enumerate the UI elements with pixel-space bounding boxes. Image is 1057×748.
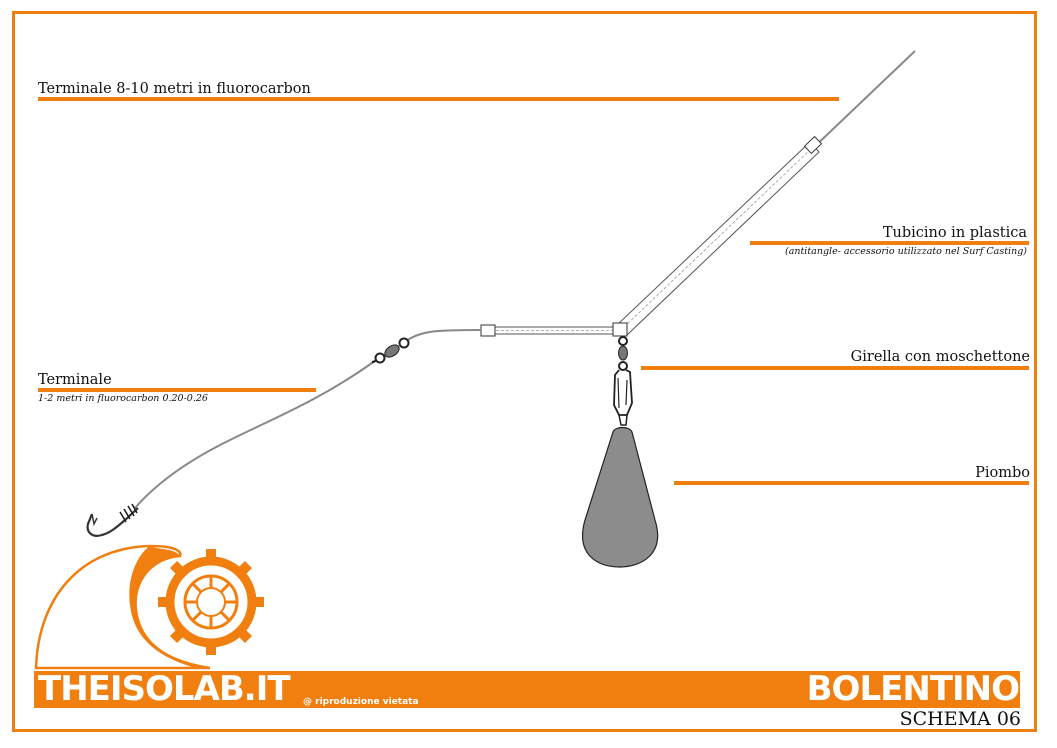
rule-terminale — [38, 388, 316, 392]
page-frame — [12, 11, 1037, 732]
leader-line — [134, 362, 373, 509]
logo-wave — [34, 544, 211, 670]
rule-girella — [641, 366, 1029, 370]
label-terminale-fluoro: Terminale 8-10 metri in fluorocarbon — [38, 81, 311, 97]
label-terminale-note: 1-2 metri in fluorocarbon 0.20-0.26 — [38, 393, 208, 404]
copyright-note: @ riproduzione vietata — [303, 697, 419, 707]
label-piombo: Piombo — [975, 465, 1030, 481]
diagram-title: BOLENTINO — [806, 669, 1020, 709]
label-tubicino-note: (antitangle- accessorio utilizzato nel S… — [785, 246, 1027, 257]
label-girella: Girella con moschettone — [850, 349, 1030, 365]
label-terminale: Terminale — [38, 372, 112, 388]
swivel-left — [369, 337, 410, 365]
label-tubicino: Tubicino in plastica — [882, 225, 1027, 241]
tube-horizontal — [480, 322, 628, 337]
brand-name: THEISOLAB.IT — [38, 669, 291, 709]
footer-banner — [34, 671, 1020, 708]
hook-icon — [86, 503, 139, 537]
lead-weight — [582, 426, 659, 568]
line-segment — [404, 329, 482, 343]
diagram-subtitle: SCHEMA 06 — [899, 708, 1021, 730]
tube-diagonal — [616, 135, 823, 336]
rule-tubicino — [750, 241, 1029, 245]
rule-piombo — [674, 481, 1029, 485]
swivel-snap — [613, 336, 633, 426]
logo-wheel — [158, 549, 264, 655]
rule-terminale-fluoro — [38, 97, 839, 101]
